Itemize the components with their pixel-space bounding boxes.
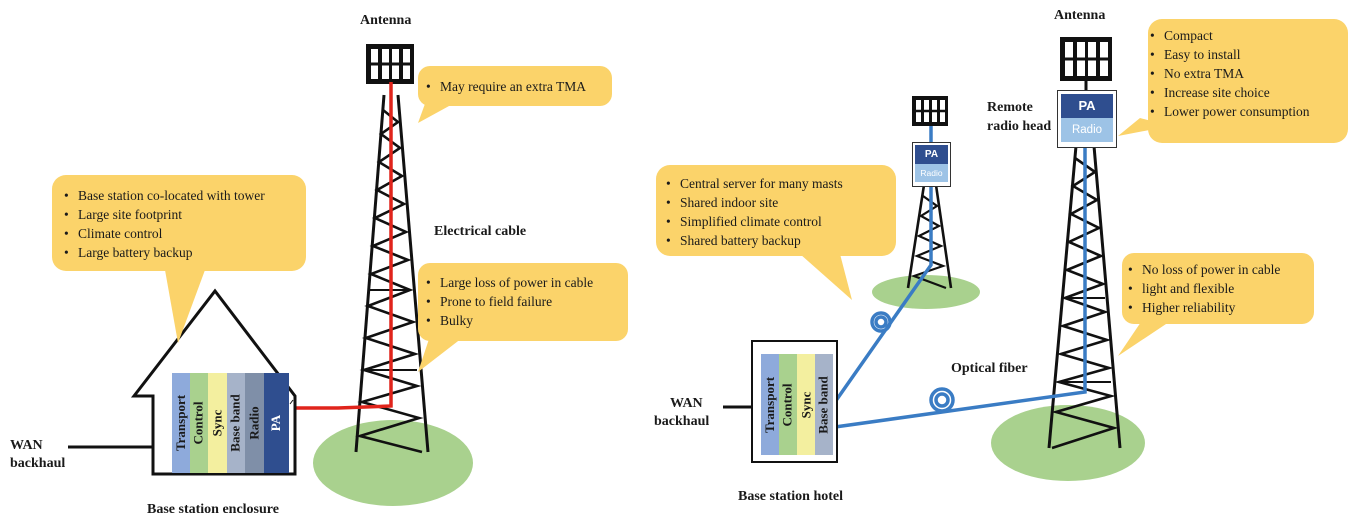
- wan-label-right-2: backhaul: [654, 414, 710, 429]
- wan-label-left-2: backhaul: [10, 456, 66, 471]
- antenna-label-right: Antenna: [1054, 8, 1106, 23]
- callout-cable: Large loss of power in cable Prone to fi…: [424, 273, 593, 330]
- rrh-label-2: radio head: [987, 119, 1052, 134]
- callout-rrh: Compact Easy to install No extra TMA Inc…: [1148, 26, 1309, 121]
- callout-enclosure: Base station co-located with tower Large…: [62, 186, 265, 262]
- callout-item: Shared battery backup: [664, 231, 843, 250]
- callout-item: Higher reliability: [1126, 298, 1280, 317]
- electrical-cable-label: Electrical cable: [434, 224, 527, 239]
- rrh-small-pa: PA: [915, 145, 948, 164]
- callout-item: Increase site choice: [1148, 83, 1309, 102]
- enclosure-label: Base station enclosure: [147, 502, 279, 517]
- module-baseband-left: Base band: [227, 373, 245, 473]
- callout-hotel: Central server for many masts Shared ind…: [664, 174, 843, 250]
- rrh-big-pa: PA: [1061, 94, 1113, 118]
- callout-tail-fiber: [1118, 316, 1175, 356]
- callout-item: Large battery backup: [62, 243, 265, 262]
- callout-fiber: No loss of power in cable light and flex…: [1126, 260, 1280, 317]
- electrical-cable: [290, 82, 393, 410]
- callout-item: light and flexible: [1126, 279, 1280, 298]
- callout-item: Central server for many masts: [664, 174, 843, 193]
- fiber-label: Optical fiber: [951, 361, 1028, 376]
- module-baseband-right: Base band: [815, 354, 833, 455]
- hotel-label: Base station hotel: [738, 489, 843, 504]
- callout-item: Easy to install: [1148, 45, 1309, 64]
- optical-fiber: [833, 126, 1087, 429]
- antenna-big-right-icon: [1060, 37, 1112, 90]
- callout-item: No extra TMA: [1148, 64, 1309, 83]
- module-sync-right: Sync: [797, 354, 815, 455]
- rrh-small-radio: Radio: [915, 164, 948, 182]
- callout-item: Prone to field failure: [424, 292, 593, 311]
- callout-item: Climate control: [62, 224, 265, 243]
- callout-item: Large loss of power in cable: [424, 273, 593, 292]
- rrh-small: PA Radio: [912, 142, 951, 187]
- callout-tma: May require an extra TMA: [424, 77, 586, 96]
- callout-item: Simplified climate control: [664, 212, 843, 231]
- antenna-left-icon: [366, 44, 414, 84]
- module-sync-left: Sync: [208, 373, 227, 473]
- rrh-label-1: Remote: [987, 100, 1033, 115]
- ground-left: [313, 420, 473, 506]
- callout-item: May require an extra TMA: [424, 77, 586, 96]
- module-transport-left: Transport: [172, 373, 190, 473]
- callout-item: Large site footprint: [62, 205, 265, 224]
- module-control-right: Control: [779, 354, 797, 455]
- rrh-big-radio: Radio: [1061, 118, 1113, 142]
- callout-tail-hotel: [800, 254, 852, 300]
- wan-label-left-1: WAN: [10, 438, 43, 453]
- rrh-big: PA Radio: [1057, 90, 1117, 148]
- callout-tail-enclosure: [165, 270, 205, 343]
- callout-item: Lower power consumption: [1148, 102, 1309, 121]
- callout-item: No loss of power in cable: [1126, 260, 1280, 279]
- ground-small-right: [872, 275, 980, 309]
- wan-label-right-1: WAN: [670, 396, 703, 411]
- callout-item: Base station co-located with tower: [62, 186, 265, 205]
- module-radio-left: Radio: [245, 373, 264, 473]
- callout-item: Bulky: [424, 311, 593, 330]
- callout-tail-rrh: [1118, 118, 1170, 136]
- module-transport-right: Transport: [761, 354, 779, 455]
- antenna-small-right-icon: [912, 96, 948, 126]
- module-control-left: Control: [190, 373, 208, 473]
- callout-item: Compact: [1148, 26, 1309, 45]
- callout-item: Shared indoor site: [664, 193, 843, 212]
- module-pa-left: PA: [264, 373, 289, 473]
- antenna-label-left: Antenna: [360, 13, 412, 28]
